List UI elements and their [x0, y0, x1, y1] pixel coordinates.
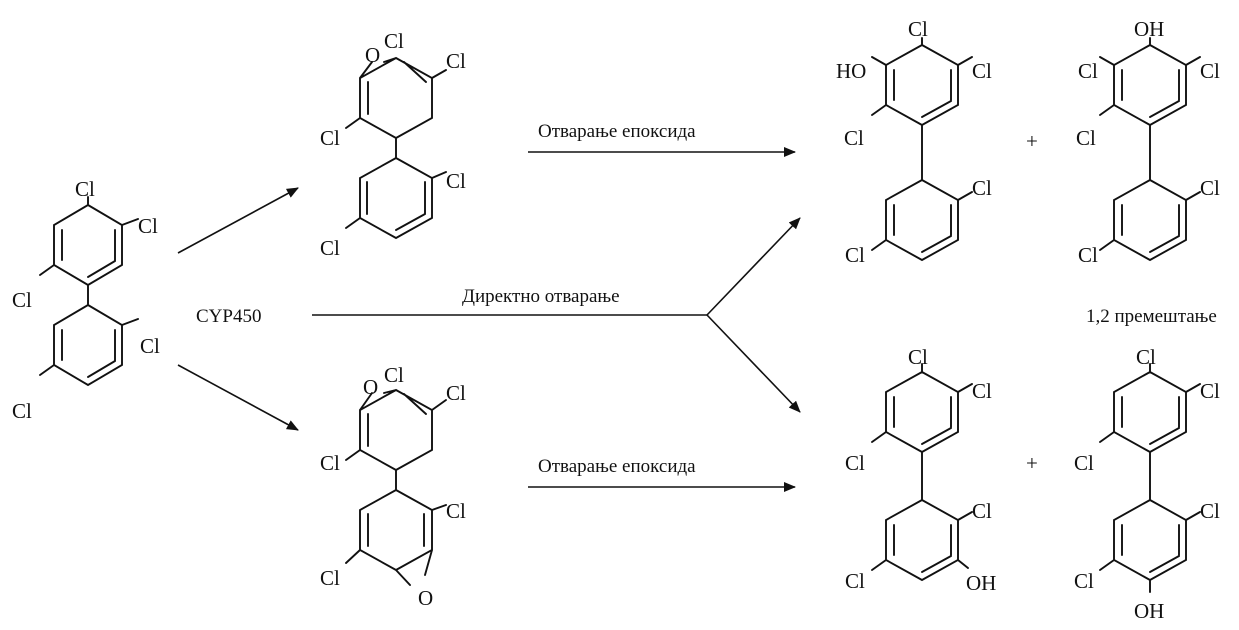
caption-cyp450: CYP450 — [196, 306, 261, 327]
chlorine-label: Cl — [1136, 345, 1156, 369]
ring-bonds — [1099, 363, 1201, 593]
chlorine-label: Cl — [845, 569, 865, 593]
caption-epoxide-opening-top: Отварање епоксида — [538, 121, 696, 142]
chlorine-label: Cl — [908, 345, 928, 369]
chlorine-label: Cl — [446, 381, 466, 405]
caption-direct-opening: Директно отварање — [462, 286, 620, 307]
hydroxyl-label: HO — [836, 59, 866, 83]
chlorine-label: Cl — [384, 363, 404, 387]
oxygen-label: O — [365, 43, 380, 67]
ring-bonds — [871, 37, 973, 262]
oxygen-label: O — [418, 586, 433, 610]
arrow-to-bottom-epoxide — [177, 364, 299, 431]
chlorine-label: Cl — [845, 451, 865, 475]
chlorine-label: Cl — [384, 29, 404, 53]
plus-sign-top: + — [1026, 129, 1038, 153]
hydroxyl-label: OH — [966, 571, 996, 595]
chlorine-label: Cl — [1078, 243, 1098, 267]
hydroxyl-label: OH — [1134, 599, 1164, 623]
molecule-product-top-right: OH Cl Cl Cl Cl Cl — [1076, 17, 1220, 267]
chlorine-label: Cl — [1200, 379, 1220, 403]
arrow-direct-opening-up — [706, 217, 801, 316]
molecule-bottom-epoxide: O Cl Cl Cl Cl Cl O — [320, 363, 466, 610]
chlorine-label: Cl — [972, 59, 992, 83]
arrow-direct-opening-down — [706, 314, 801, 413]
chlorine-label: Cl — [1074, 451, 1094, 475]
molecule-product-top-left: Cl HO Cl Cl Cl Cl — [836, 17, 992, 267]
ring-bonds — [871, 363, 973, 582]
chlorine-label: Cl — [1200, 59, 1220, 83]
ring-bonds — [1099, 37, 1201, 262]
chlorine-label: Cl — [972, 176, 992, 200]
chlorine-label: Cl — [320, 566, 340, 590]
molecule-product-bottom-right: Cl Cl Cl Cl Cl OH — [1074, 345, 1220, 623]
chlorine-label: Cl — [845, 243, 865, 267]
chlorine-label: Cl — [1076, 126, 1096, 150]
chlorine-label: Cl — [1078, 59, 1098, 83]
arrow-to-top-epoxide — [177, 187, 299, 254]
ring-bonds — [39, 196, 139, 387]
ring-bonds — [345, 56, 447, 240]
chlorine-label: Cl — [320, 236, 340, 260]
molecule-starting-pcb: Cl Cl Cl Cl Cl — [12, 177, 160, 423]
chlorine-label: Cl — [138, 214, 158, 238]
oxygen-label: O — [363, 375, 378, 399]
chlorine-label: Cl — [972, 499, 992, 523]
hydroxyl-label: OH — [1134, 17, 1164, 41]
molecule-product-bottom-left: Cl Cl Cl Cl Cl OH — [845, 345, 996, 595]
chlorine-label: Cl — [446, 499, 466, 523]
molecule-top-epoxide: O Cl Cl Cl Cl Cl — [320, 29, 466, 260]
chlorine-label: Cl — [446, 169, 466, 193]
chlorine-label: Cl — [844, 126, 864, 150]
chlorine-label: Cl — [1074, 569, 1094, 593]
caption-epoxide-opening-bottom: Отварање епоксида — [538, 456, 696, 477]
chlorine-label: Cl — [75, 177, 95, 201]
chlorine-label: Cl — [320, 451, 340, 475]
chlorine-label: Cl — [908, 17, 928, 41]
plus-sign-bottom: + — [1026, 451, 1038, 475]
chlorine-label: Cl — [972, 379, 992, 403]
chlorine-label: Cl — [1200, 499, 1220, 523]
chlorine-label: Cl — [1200, 176, 1220, 200]
caption-1-2-rearrangement: 1,2 премештање — [1086, 306, 1217, 327]
chlorine-label: Cl — [446, 49, 466, 73]
chlorine-label: Cl — [320, 126, 340, 150]
chlorine-label: Cl — [12, 399, 32, 423]
chlorine-label: Cl — [140, 334, 160, 358]
ring-bonds — [345, 388, 447, 586]
chlorine-label: Cl — [12, 288, 32, 312]
